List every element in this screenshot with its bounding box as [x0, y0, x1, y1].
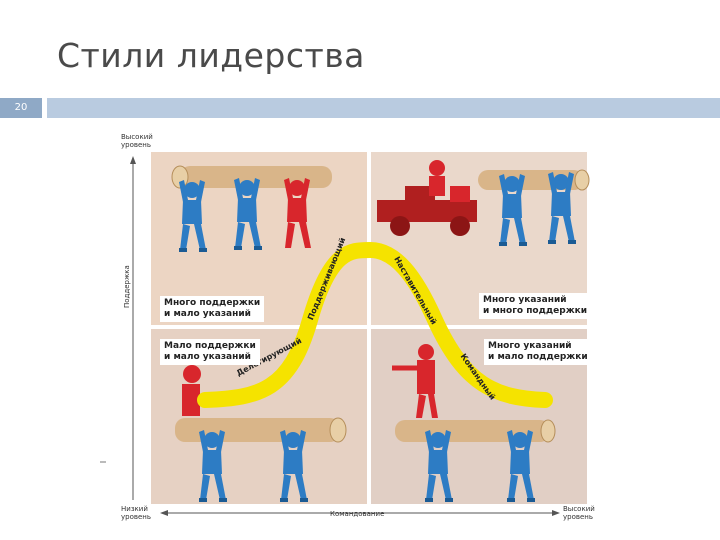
quadrant-label-top-right: Много указаний и много поддержки: [479, 293, 592, 319]
quadrant-label-top-left: Много поддержки и мало указаний: [160, 296, 265, 322]
x-axis-high-line: уровень: [563, 513, 594, 521]
y-axis-high-label: Высокий уровень: [121, 133, 153, 149]
bottom-left-team-illustration: [175, 365, 347, 502]
top-left-team-illustration: [171, 165, 332, 252]
x-axis-label: Командование: [330, 510, 385, 518]
y-axis-high-line: уровень: [121, 141, 152, 149]
x-axis-arrow-left: [160, 510, 168, 516]
slide-number: 20: [0, 98, 42, 118]
x-axis-high-line: Высокий: [563, 505, 595, 513]
quadrant-label-line: Мало поддержки: [164, 341, 256, 351]
top-right-team-illustration: [377, 160, 590, 246]
quadrant-label-line: Много указаний: [483, 295, 567, 305]
x-axis-arrow-right: [552, 510, 560, 516]
y-axis-high-line: Высокий: [121, 133, 153, 141]
quadrant-label-line: и много поддержки: [483, 306, 588, 316]
y-axis-label: Поддержка: [123, 265, 131, 308]
y-axis-arrow: [130, 156, 136, 164]
title-bar-decoration: [47, 98, 720, 118]
y-axis-low-line: Низкий: [121, 505, 148, 513]
quadrant-label-line: и мало указаний: [164, 309, 251, 319]
quadrant-label-bottom-right: Много указаний и мало поддержки: [484, 339, 592, 365]
quadrant-label-line: Много указаний: [488, 341, 572, 351]
slide-title: Стили лидерства: [57, 36, 365, 75]
leadership-curve: [197, 241, 553, 408]
bottom-right-team-illustration: [392, 344, 556, 502]
quadrant-label-line: Много поддержки: [164, 298, 261, 308]
y-axis-low-label: Низкий уровень: [121, 505, 151, 521]
x-axis-high-label: Высокий уровень: [563, 505, 595, 521]
quadrant-label-bottom-left: Мало поддержки и мало указаний: [160, 339, 260, 365]
quadrant-label-line: и мало указаний: [164, 352, 251, 362]
quadrant-label-line: и мало поддержки: [488, 352, 588, 362]
y-axis-low-line: уровень: [121, 513, 152, 521]
